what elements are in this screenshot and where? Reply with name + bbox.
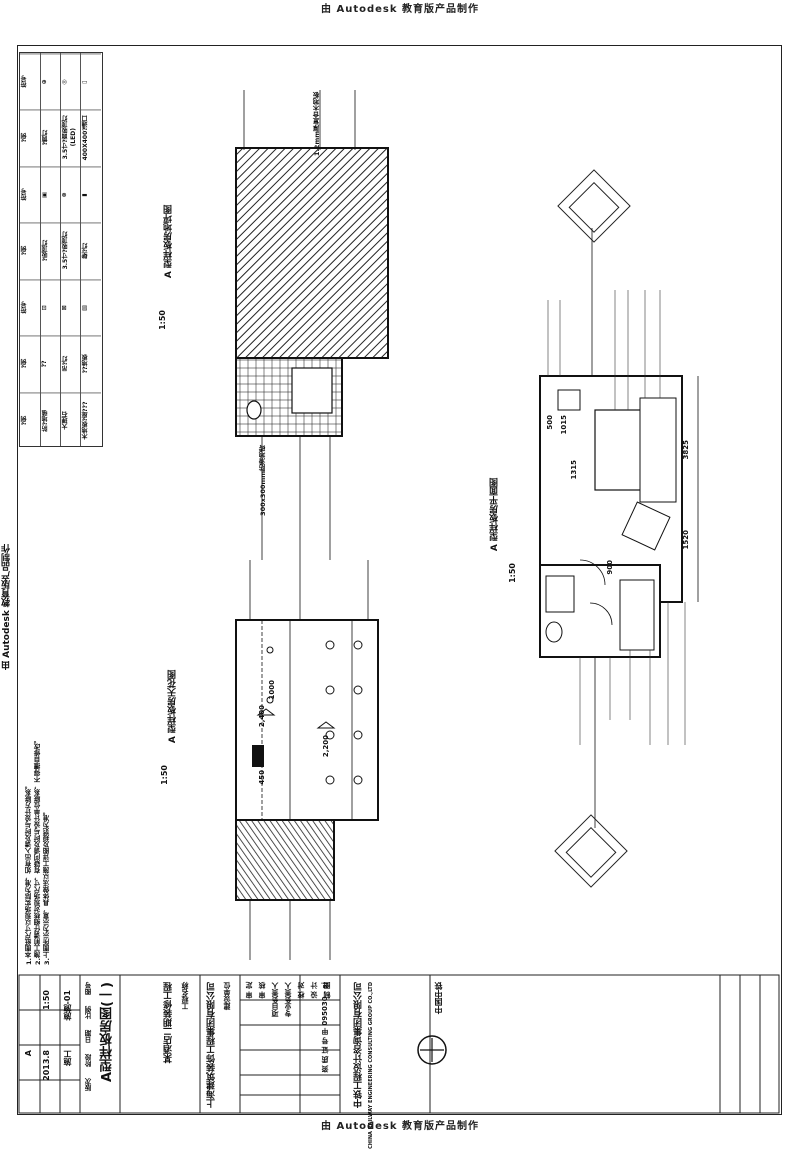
floor-note-tile: 300x300mm防滑地砖 — [259, 445, 267, 516]
tb-project-label: 工程名称 — [181, 982, 189, 1010]
tb-header: 比例 — [85, 1006, 93, 1019]
tb-drawing-title: A型样板房图(一) — [100, 982, 115, 1082]
tb-client: 上海建筑装饰工程集团有限公司 — [207, 982, 217, 1108]
tb-header: 图号 — [85, 982, 93, 995]
floor-note-wood: 1.2mm厚复合木地板 — [313, 92, 321, 157]
watermark-bottom: 由 Autodesk 教育版产品制作 — [320, 1121, 479, 1132]
ceiling-plan — [235, 560, 379, 960]
legend-row: ⊕?筒灯▣?吸顶灯⊡??防?地毯 — [40, 53, 61, 448]
tb-role: 审 定 — [245, 982, 253, 999]
tb-project: 某酒店二期装修工程 — [164, 982, 174, 1063]
dim-ceiling-1: 1000 — [268, 680, 276, 700]
floor-plan — [235, 90, 389, 560]
tb-role: 设 计 — [310, 982, 318, 999]
dim-plan-5: 1015 — [560, 415, 568, 435]
tb-header: 版次 — [85, 1078, 93, 1091]
tb-logo-text: 中国中铁 — [434, 982, 443, 1014]
annotation-leaders — [547, 290, 686, 745]
tb-company-en: CHINA RAILWAY ENGINEERING CONSULTING GRO… — [368, 982, 374, 1149]
tb-header: 阶段 — [85, 1054, 93, 1067]
legend-row: ▭400X400?通口▬壁?灯▨??地板木地板?座??? — [80, 53, 101, 448]
tb-rev: A — [24, 1050, 33, 1057]
tb-company: 中铁工程设计咨询集团有限公司 — [354, 982, 364, 1108]
dim-plan-4: 900 — [606, 560, 614, 575]
legend-row: ◎3.5寸?面吸顶灯(LED)⊗3.5寸?吸顶灯⊠吊?灯大理石 — [60, 53, 81, 448]
tb-role: 项目负责人 — [271, 982, 279, 1017]
tb-role: 校 对 — [297, 982, 305, 999]
tb-role: 制 图 — [323, 982, 331, 999]
tb-scale: 1:50 — [42, 990, 51, 1010]
dim-ceiling-3: 2,200 — [322, 735, 330, 758]
legend-table: 符号?例符号?例符号?例?例⊕?筒灯▣?吸顶灯⊡??防?地毯◎3.5寸?面吸顶灯… — [19, 52, 103, 448]
dim-plan-3: 1315 — [570, 460, 578, 480]
company-logo-mark — [420, 1038, 444, 1062]
dim-plan-6: 500 — [546, 415, 554, 430]
title-block-grid — [18, 974, 780, 1114]
tb-role: 审 核 — [258, 982, 266, 999]
dim-ceiling-2: 2,400 — [258, 705, 266, 728]
tb-drawing-no: 施施-01 — [63, 990, 72, 1021]
tb-date: 2013.8 — [42, 1050, 51, 1081]
dim-plan-2: 1520 — [682, 530, 690, 550]
company-logo-icon — [417, 1035, 447, 1065]
dim-plan-1: 3825 — [682, 440, 690, 460]
layout-plan — [539, 228, 699, 828]
dim-ceiling-4: 450 — [258, 770, 266, 785]
tb-stage: 施工 — [63, 1050, 72, 1066]
drawing-frame — [17, 45, 782, 1115]
tb-client-label: 建设单位 — [223, 982, 231, 1010]
tb-header: 日期 — [85, 1030, 93, 1043]
tb-role: 专业负责人 — [284, 982, 292, 1017]
watermark-top: 由 Autodesk 教育版产品制作 — [320, 4, 479, 15]
